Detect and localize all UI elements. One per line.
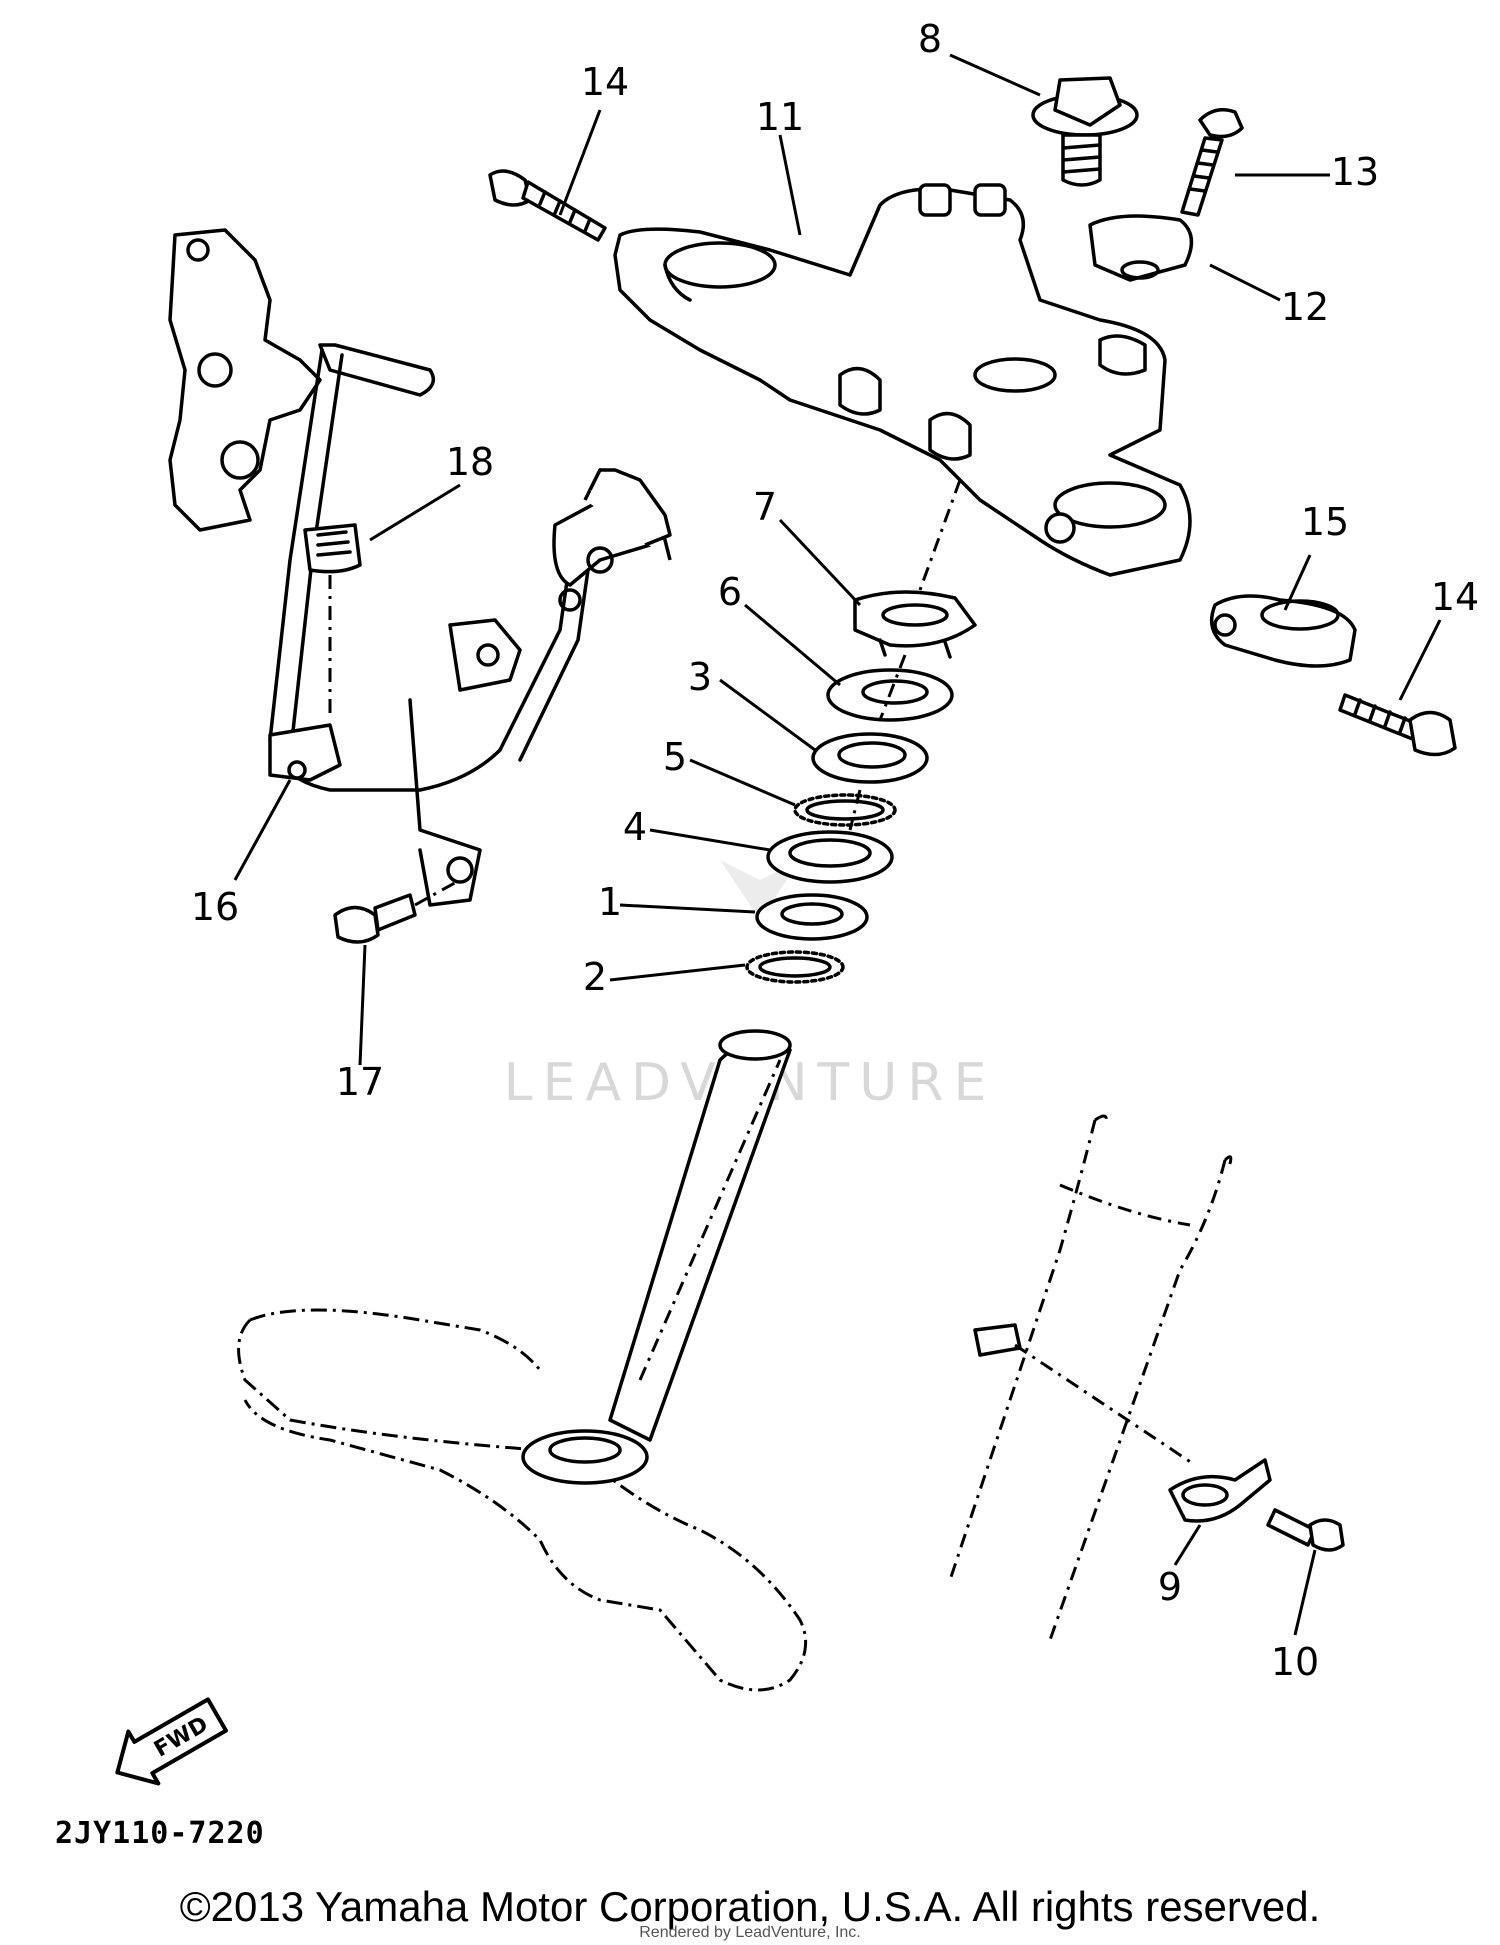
label-16: 16	[191, 885, 239, 929]
bolt-14-left	[488, 169, 607, 242]
meter-bracket-16	[168, 228, 672, 907]
label-5: 5	[663, 735, 687, 779]
label-2: 2	[583, 955, 607, 999]
label-4: 4	[623, 805, 647, 849]
cable-guide-9	[1168, 1458, 1272, 1523]
grommet-18	[303, 523, 362, 720]
ball-race-2	[745, 950, 845, 984]
label-17: 17	[336, 1060, 384, 1104]
label-14-top: 14	[581, 60, 629, 104]
label-8: 8	[918, 17, 942, 61]
label-3: 3	[688, 655, 712, 699]
lower-bracket-steering-stem	[237, 1029, 808, 1692]
label-13: 13	[1331, 150, 1379, 194]
label-11: 11	[756, 95, 804, 139]
bolt-17	[333, 878, 461, 944]
race-4	[766, 830, 894, 884]
bolt-10	[1266, 1508, 1345, 1552]
label-9: 9	[1158, 1565, 1182, 1609]
label-14-right: 14	[1431, 575, 1479, 619]
diagram-code: 2JY110-7220	[55, 1816, 265, 1851]
ring-nut-7	[853, 590, 977, 659]
clamp-15	[1209, 594, 1357, 668]
label-12: 12	[1281, 285, 1329, 329]
bolt-8	[1031, 76, 1139, 187]
fwd-arrow-icon: FWD	[115, 1697, 228, 1786]
bolt-13	[1180, 108, 1244, 217]
label-7: 7	[753, 485, 777, 529]
label-1: 1	[598, 880, 622, 924]
upper-holder-12	[1088, 214, 1194, 282]
label-15: 15	[1301, 500, 1349, 544]
race-1	[755, 893, 869, 941]
ball-race-5	[793, 793, 897, 827]
copyright-notice: ©2013 Yamaha Motor Corporation, U.S.A. A…	[179, 1883, 1321, 1930]
label-18: 18	[446, 440, 494, 484]
part-labels: 8 14 11 13 12 18 7 15 6 14 3 5 4 1 16 2 …	[191, 17, 1479, 1684]
bolt-14-right	[1338, 693, 1457, 757]
rendered-by-notice: Rendered by LeadVenture, Inc.	[639, 1924, 861, 1941]
fork-tube	[948, 1114, 1233, 1641]
upper-bracket-11	[613, 183, 1192, 577]
race-3	[811, 732, 929, 784]
leader-lines	[233, 53, 1442, 1636]
label-6: 6	[718, 570, 742, 614]
label-10: 10	[1271, 1640, 1319, 1684]
